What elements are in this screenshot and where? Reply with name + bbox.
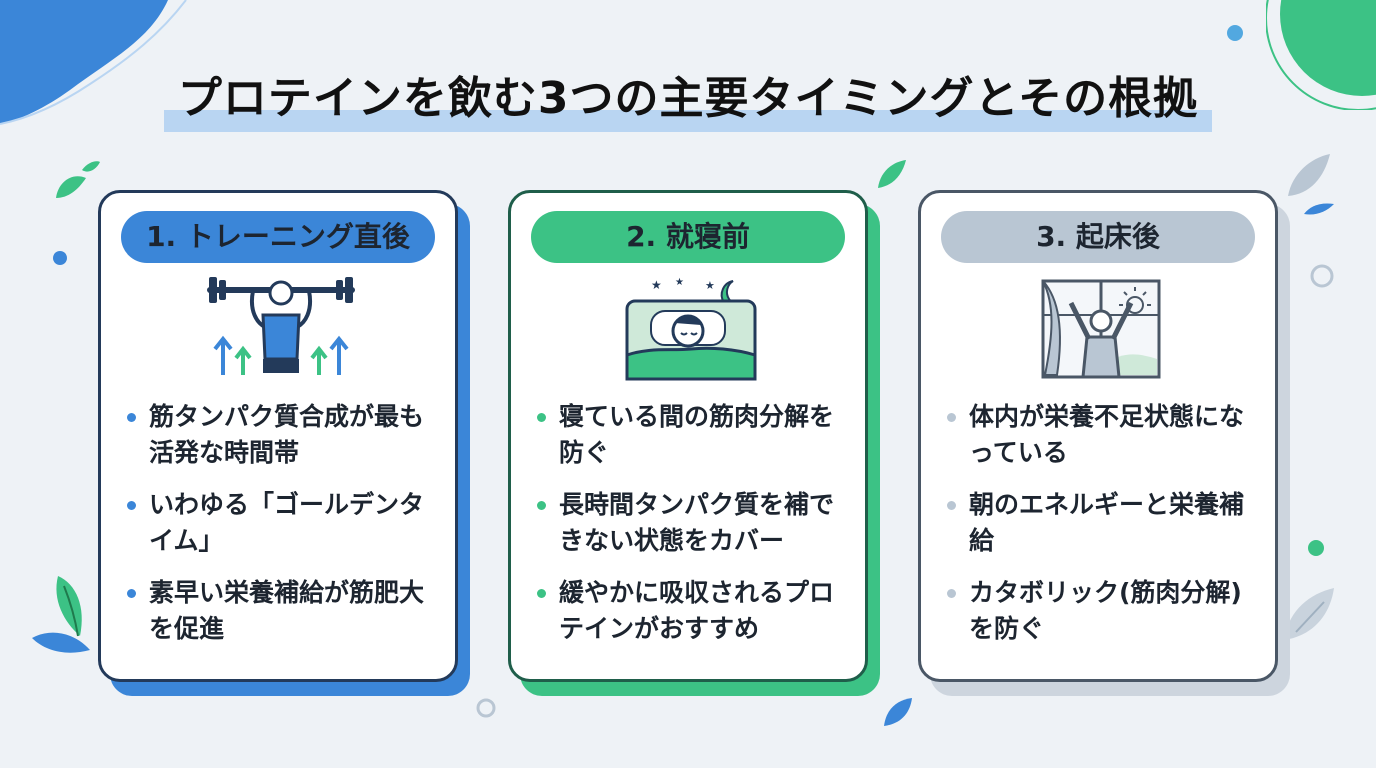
bullet-dot [127, 413, 136, 422]
bullet-dot [947, 589, 956, 598]
card-2-bullets: 寝ている間の筋肉分解を防ぐ 長時間タンパク質を補できない状態をカバー 緩やかに吸… [531, 399, 851, 663]
card-1-bullets: 筋タンパク質合成が最も活発な時間帯 いわゆる「ゴールデンタイム」 素早い栄養補給… [121, 399, 441, 663]
list-item: 寝ている間の筋肉分解を防ぐ [531, 399, 851, 471]
card-1-heading: 1. トレーニング直後 [121, 211, 435, 263]
bullet-dot [127, 501, 136, 510]
svg-text:★: ★ [675, 277, 684, 288]
list-item: 緩やかに吸収されるプロテインがおすすめ [531, 575, 851, 647]
card-bedtime: 2. 就寝前 ★ ★ ★ 寝ている間の筋肉分解を防ぐ 長時間タンパク質を補できな… [508, 190, 868, 682]
page-title: プロテインを飲む3つの主要タイミングとその根拠 [163, 62, 1213, 132]
leaf-decoration [884, 698, 912, 726]
page-title-text: プロテインを飲む3つの主要タイミングとその根拠 [177, 73, 1199, 124]
dot-decoration [1308, 540, 1324, 556]
bullet-dot [947, 501, 956, 510]
list-item: 長時間タンパク質を補できない状態をカバー [531, 487, 851, 559]
weightlifter-icon [207, 277, 355, 375]
svg-text:★: ★ [651, 278, 662, 292]
list-item: カタボリック(筋肉分解)を防ぐ [941, 575, 1261, 647]
leaves-decoration [32, 576, 90, 653]
card-morning: 3. 起床後 体内が栄養不足状態になっている 朝のエネルギーと栄養補給 カタボリ… [918, 190, 1278, 682]
list-item: 筋タンパク質合成が最も活発な時間帯 [121, 399, 441, 471]
dot-decoration [53, 251, 67, 265]
card-3-bullets: 体内が栄養不足状態になっている 朝のエネルギーと栄養補給 カタボリック(筋肉分解… [941, 399, 1261, 663]
list-item: 朝のエネルギーと栄養補給 [941, 487, 1261, 559]
bullet-dot [537, 501, 546, 510]
dot-decoration [1227, 25, 1243, 41]
card-2-heading: 2. 就寝前 [531, 211, 845, 263]
bullet-dot [537, 589, 546, 598]
list-item: いわゆる「ゴールデンタイム」 [121, 487, 441, 559]
bullet-dot [127, 589, 136, 598]
waking-person-window-icon [1041, 279, 1161, 379]
corner-circle-top-right [1266, 0, 1376, 110]
title-area: プロテインを飲む3つの主要タイミングとその根拠 [0, 62, 1376, 132]
card-3-heading: 3. 起床後 [941, 211, 1255, 263]
card-training: 1. トレーニング直後 筋タンパク質合成が最も活発な時間帯 いわゆる「ゴールデン… [98, 190, 458, 682]
svg-text:★: ★ [705, 279, 715, 292]
leaf-decoration [56, 161, 100, 198]
ring-decoration [476, 698, 496, 718]
list-item: 素早い栄養補給が筋肥大を促進 [121, 575, 441, 647]
ring-decoration [1310, 264, 1334, 288]
leaf-decoration [1284, 588, 1334, 640]
sleeping-person-icon: ★ ★ ★ [625, 277, 757, 381]
leaf-decoration [878, 160, 906, 188]
corner-blob-top-left [0, 0, 187, 125]
bullet-dot [537, 413, 546, 422]
list-item: 体内が栄養不足状態になっている [941, 399, 1261, 471]
leaf-decoration [1288, 154, 1334, 215]
bullet-dot [947, 413, 956, 422]
